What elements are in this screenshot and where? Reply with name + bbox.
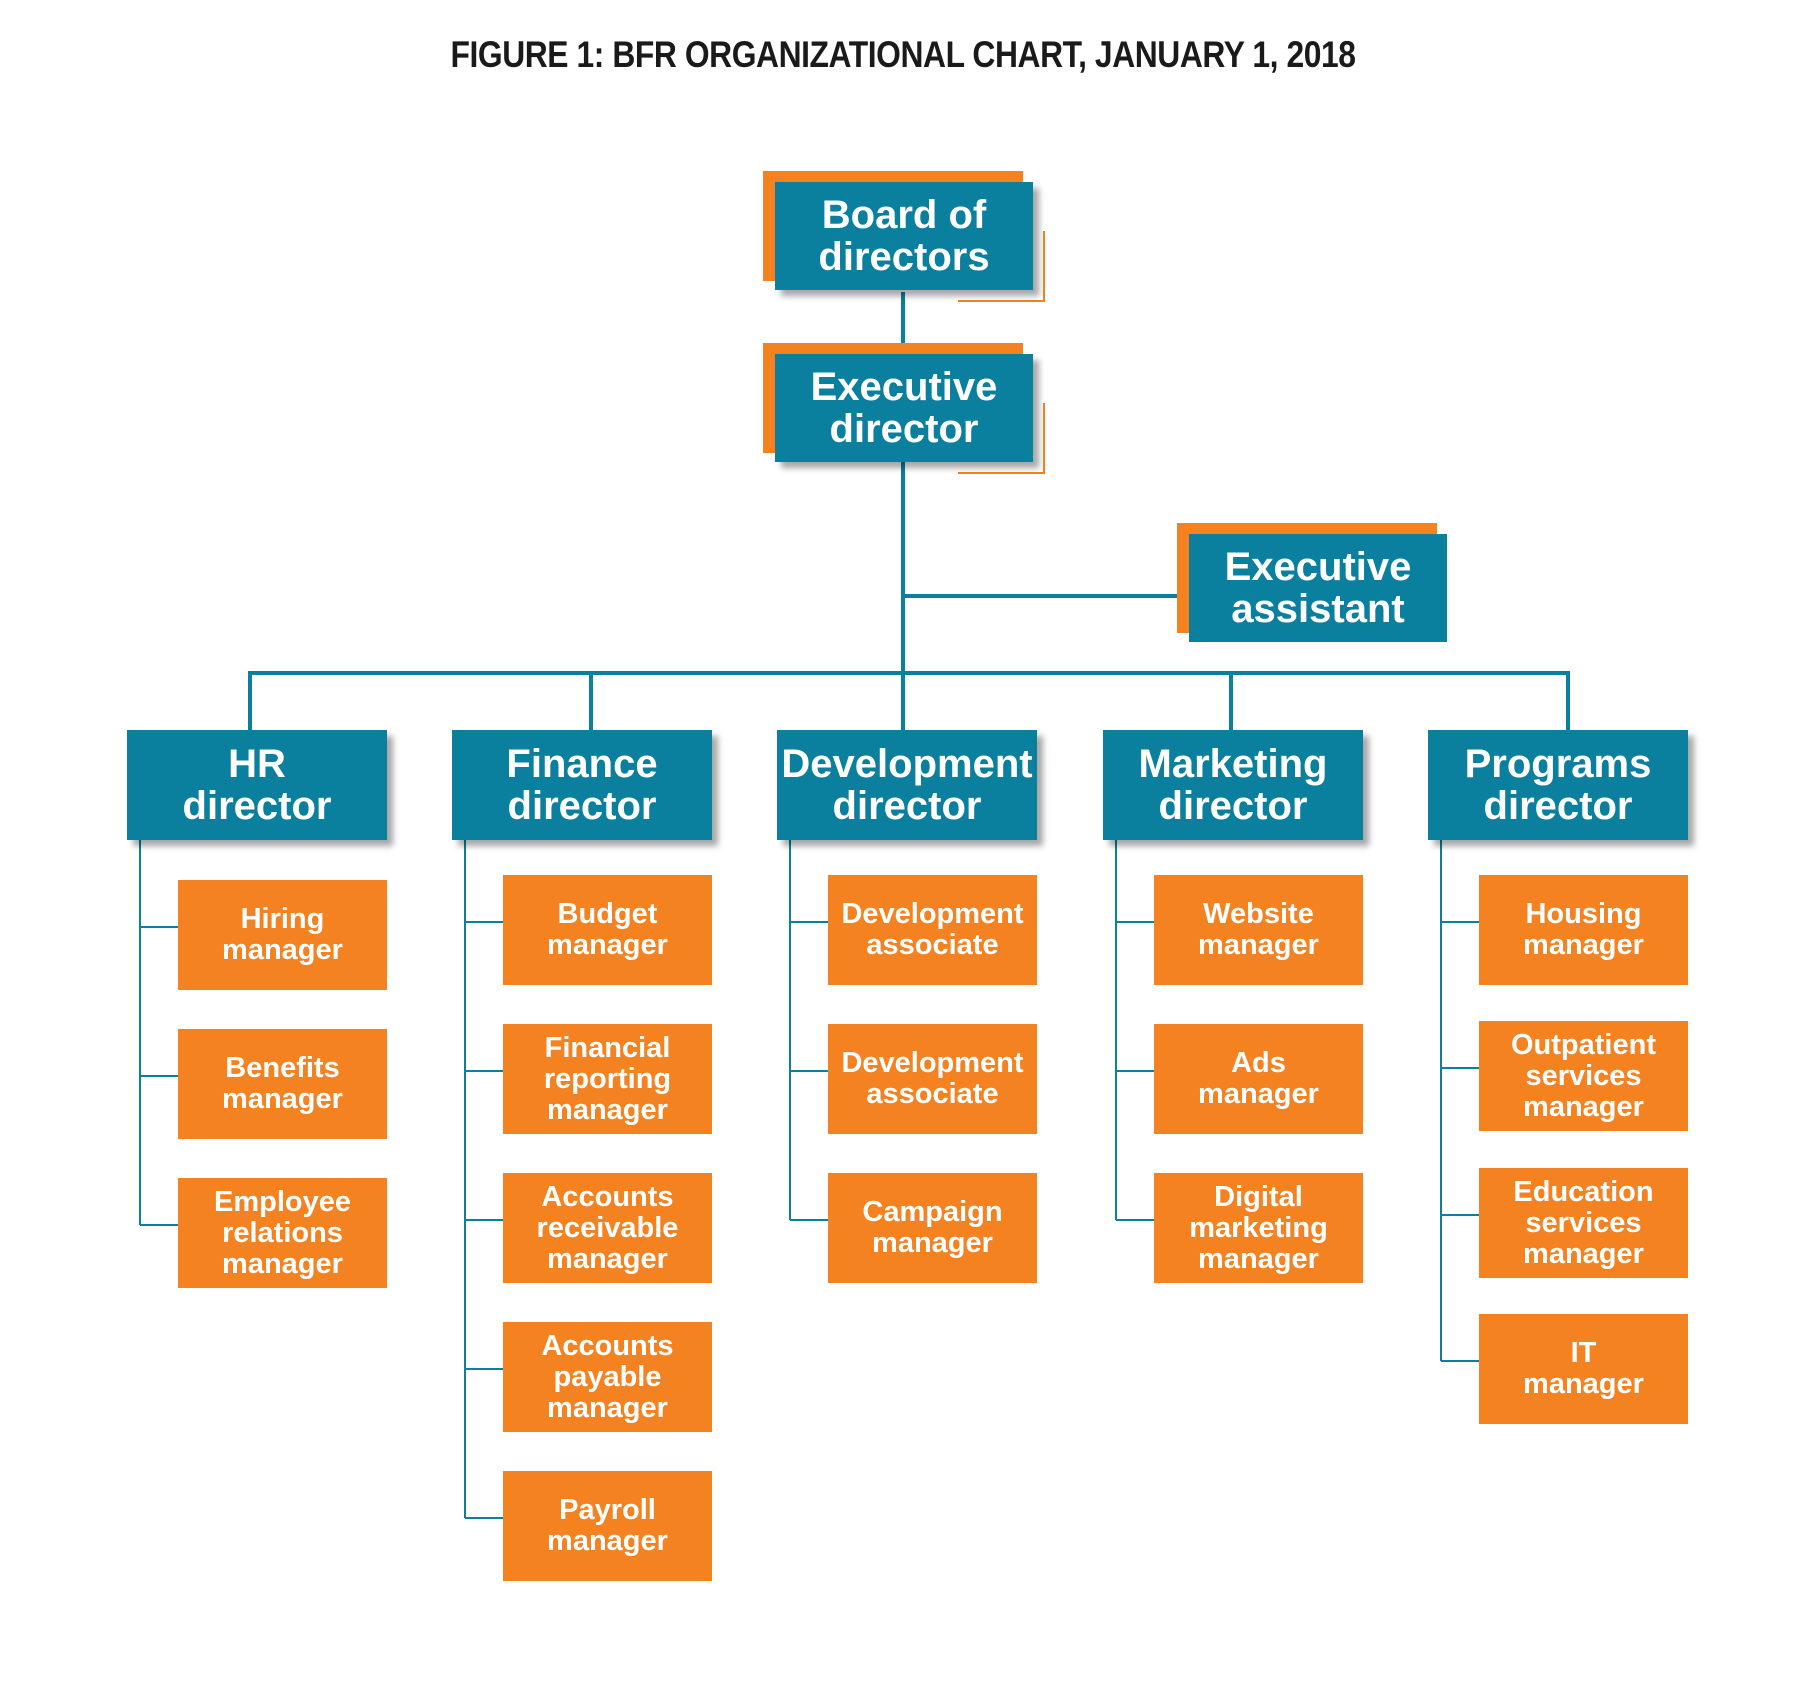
director-node: Finance director [452,730,712,840]
board-of-directors-node: Board of directors [763,171,1045,302]
report-node: Benefits manager [178,1029,387,1139]
chart-title: FIGURE 1: BFR ORGANIZATIONAL CHART, JANU… [450,34,1356,75]
report-label: Employee relations manager [214,1185,351,1280]
report-node: IT manager [1479,1314,1688,1424]
report-node: Website manager [1154,875,1363,985]
report-node: Outpatient services manager [1479,1021,1688,1131]
report-label: Benefits manager [222,1052,343,1115]
director-node: Marketing director [1103,730,1363,840]
report-node: Ads manager [1154,1024,1363,1134]
report-node: Development associate [828,875,1037,985]
director-label: Development director [781,742,1033,828]
director-label: HR director [182,742,332,828]
report-label: Development associate [841,1047,1024,1110]
report-node: Housing manager [1479,875,1688,985]
report-label: Website manager [1198,898,1319,961]
director-label: Finance director [506,742,658,828]
executive-director-node: Executive director [763,343,1045,474]
executive-assistant-node: Executive assistant [1177,523,1459,644]
report-label: Accounts payable manager [541,1329,674,1424]
director-node: HR director [127,730,387,840]
director-label: Programs director [1464,742,1652,828]
report-label: Campaign manager [862,1196,1003,1259]
report-node: Payroll manager [503,1471,712,1581]
report-label: Ads manager [1198,1047,1319,1110]
report-label: Hiring manager [222,903,343,966]
report-label: Outpatient services manager [1511,1028,1656,1123]
report-node: Digital marketing manager [1154,1173,1363,1283]
report-label: Education services manager [1513,1175,1654,1270]
report-label: Digital marketing manager [1189,1180,1328,1275]
report-node: Development associate [828,1024,1037,1134]
director-label: Marketing director [1138,742,1328,828]
report-node: Campaign manager [828,1173,1037,1283]
report-node: Financial reporting manager [503,1024,712,1134]
report-node: Accounts receivable manager [503,1173,712,1283]
report-node: Budget manager [503,875,712,985]
report-node: Hiring manager [178,880,387,990]
report-label: Development associate [841,898,1024,961]
director-node: Development director [777,730,1037,840]
report-node: Education services manager [1479,1168,1688,1278]
report-label: Housing manager [1523,898,1644,961]
executive-assistant-label: Executive assistant [1224,545,1412,631]
report-label: Financial reporting manager [543,1031,672,1126]
board-of-directors-label: Board of directors [818,193,990,279]
report-label: Accounts receivable manager [536,1180,679,1275]
report-label: Budget manager [547,898,668,961]
report-label: IT manager [1523,1337,1644,1400]
report-node: Employee relations manager [178,1178,387,1288]
director-node: Programs director [1428,730,1688,840]
executive-director-label: Executive director [810,365,998,451]
report-node: Accounts payable manager [503,1322,712,1432]
report-label: Payroll manager [547,1494,668,1557]
